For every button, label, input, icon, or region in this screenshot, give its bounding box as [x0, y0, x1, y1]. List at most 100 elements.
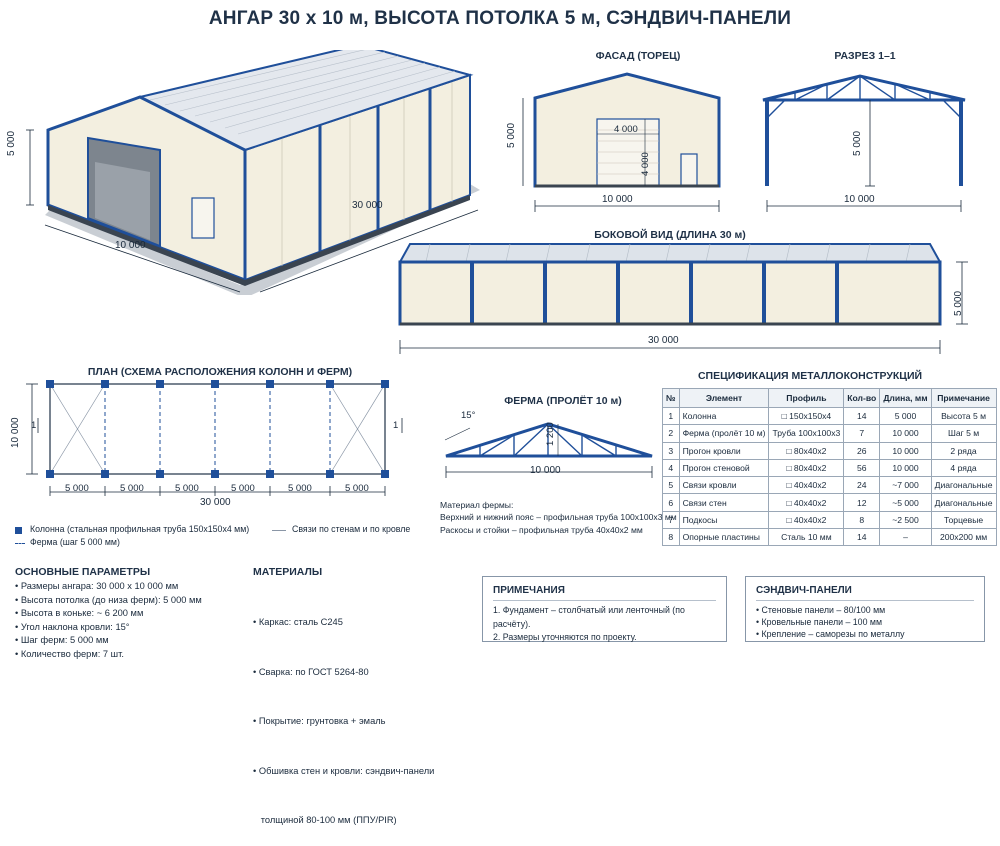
- section-drawing: [762, 74, 966, 212]
- iso-door: [191, 197, 215, 239]
- list-item: • Крепление – саморезы по металлу: [756, 629, 905, 639]
- facade-title: ФАСАД (ТОРЕЦ): [595, 50, 681, 62]
- spec-col-profile: Профиль: [768, 388, 845, 408]
- table-cell: Ферма (пролёт 10 м): [678, 424, 770, 443]
- table-cell: ~5 000: [879, 493, 932, 512]
- panels-box: СЭНДВИЧ-ПАНЕЛИ • Стеновые панели – 80/10…: [745, 576, 985, 642]
- side-title: БОКОВОЙ ВИД (ДЛИНА 30 м): [594, 229, 746, 241]
- truss-angle: 15°: [461, 410, 476, 421]
- isometric-view: [26, 50, 480, 295]
- table-cell: 8: [662, 528, 680, 547]
- legend-bracing-swatch: [272, 530, 286, 531]
- iso-dim-width: 10 000: [115, 240, 146, 251]
- table-cell: ~7 000: [879, 476, 932, 495]
- list-item: 1. Фундамент – столбчатый или ленточный …: [493, 605, 685, 629]
- materials-list: • Каркас: сталь С245 • Сварка: по ГОСТ 5…: [253, 580, 473, 846]
- table-cell: 2: [662, 424, 680, 443]
- spec-table: № Элемент Профиль Кол-во Длина, мм Приме…: [662, 388, 997, 547]
- table-cell: 4: [662, 458, 680, 478]
- plan-outline: [49, 383, 386, 475]
- plan-marker-left: 1: [31, 420, 37, 431]
- table-cell: –: [879, 528, 932, 547]
- table-cell: 26: [843, 441, 881, 460]
- table-cell: Колонна: [678, 406, 770, 426]
- table-cell: Подкосы: [678, 510, 770, 530]
- plan-bracing: [49, 383, 386, 475]
- table-cell: Прогон стеновой: [678, 458, 770, 478]
- list-item: толщиной 80-100 мм (ППУ/PIR): [253, 815, 397, 825]
- spec-col-element: Элемент: [678, 388, 770, 408]
- table-cell: 14: [843, 406, 881, 426]
- list-item: • Количество ферм: 7 шт.: [15, 648, 124, 659]
- table-cell: 10 000: [879, 458, 932, 478]
- table-cell: Связи кровли: [678, 476, 770, 495]
- iso-dim-length-line: [259, 209, 479, 293]
- truss-material-2: Раскосы и стойки – профильная труба 40x4…: [440, 525, 643, 535]
- side-wall: [398, 260, 942, 326]
- table-cell: 200x200 мм: [930, 528, 997, 547]
- page-title: АНГАР 30 x 10 м, ВЫСОТА ПОТОЛКА 5 м, СЭН…: [208, 8, 792, 29]
- list-item: • Угол наклона кровли: 15°: [15, 621, 130, 632]
- legend-bracing: Связи по стенам и по кровле: [292, 524, 411, 534]
- plan-total: 30 000: [200, 497, 231, 508]
- list-item: 2. Размеры уточняются по проекту.: [493, 632, 637, 642]
- list-item: • Высота в коньке: ~ 6 200 мм: [15, 608, 144, 618]
- table-cell: Диагональные: [930, 493, 997, 512]
- side-length: 30 000: [648, 335, 679, 346]
- section-top-chord: [762, 74, 966, 102]
- table-cell: Шаг 5 м: [930, 424, 997, 443]
- plan-spacing-4: 5 000: [231, 483, 255, 494]
- table-cell: 12: [843, 493, 881, 512]
- plan-title: ПЛАН (СХЕМА РАСПОЛОЖЕНИЯ КОЛОНН И ФЕРМ): [87, 366, 353, 378]
- table-cell: 6: [662, 493, 680, 512]
- table-cell: ~2 500: [879, 510, 932, 530]
- side-drawing: [398, 243, 968, 354]
- list-item: • Каркас: сталь С245: [253, 617, 343, 627]
- table-cell: 10 000: [879, 441, 932, 460]
- legend-truss: Ферма (шаг 5 000 мм): [30, 537, 120, 547]
- notes-title: ПРИМЕЧАНИЯ: [493, 585, 565, 596]
- plan-spacing-6: 5 000: [345, 483, 369, 494]
- plan-width: 10 000: [10, 417, 21, 448]
- panels-title: СЭНДВИЧ-ПАНЕЛИ: [756, 585, 852, 596]
- spec-col-qty: Кол-во: [843, 388, 881, 408]
- plan-spacing-5: 5 000: [288, 483, 312, 494]
- materials-title: МАТЕРИАЛЫ: [253, 566, 323, 578]
- plan-columns: [46, 380, 389, 478]
- side-columns: [470, 262, 839, 324]
- iso-dim-width-line: [44, 224, 241, 293]
- table-cell: □ 80x40x2: [768, 441, 845, 460]
- iso-dim-height: 5 000: [6, 130, 17, 156]
- iso-side-columns: [318, 88, 432, 252]
- spec-col-note: Примечание: [930, 388, 997, 408]
- plan-drawing: [26, 380, 403, 496]
- plan-trusses: [104, 384, 331, 474]
- table-cell: Торцевые: [930, 510, 997, 530]
- table-cell: Прогон кровли: [678, 441, 770, 460]
- table-cell: 8: [843, 510, 881, 530]
- spec-header-row: № Элемент Профиль Кол-во Длина, мм Приме…: [662, 388, 997, 408]
- table-cell: 7: [662, 510, 680, 530]
- list-item: • Сварка: по ГОСТ 5264-80: [253, 666, 369, 677]
- table-cell: 14: [843, 528, 881, 547]
- section-width: 10 000: [844, 194, 875, 205]
- params-title: ОСНОВНЫЕ ПАРАМЕТРЫ: [15, 566, 151, 578]
- list-item: • Размеры ангара: 30 000 x 10 000 мм: [15, 581, 179, 591]
- list-item: • Стеновые панели – 80/100 мм: [756, 605, 886, 615]
- spec-col-num: №: [662, 388, 680, 408]
- section-height: 5 000: [852, 130, 863, 156]
- table-cell: Труба 100x100x3: [768, 424, 845, 443]
- iso-side-panels: [281, 81, 453, 266]
- truss-material-1: Верхний и нижний пояс – профильная труба…: [440, 512, 677, 522]
- legend-truss-swatch: [15, 543, 25, 544]
- table-cell: Высота 5 м: [930, 406, 997, 426]
- spec-col-length: Длина, мм: [879, 388, 932, 408]
- table-cell: 1: [662, 406, 680, 426]
